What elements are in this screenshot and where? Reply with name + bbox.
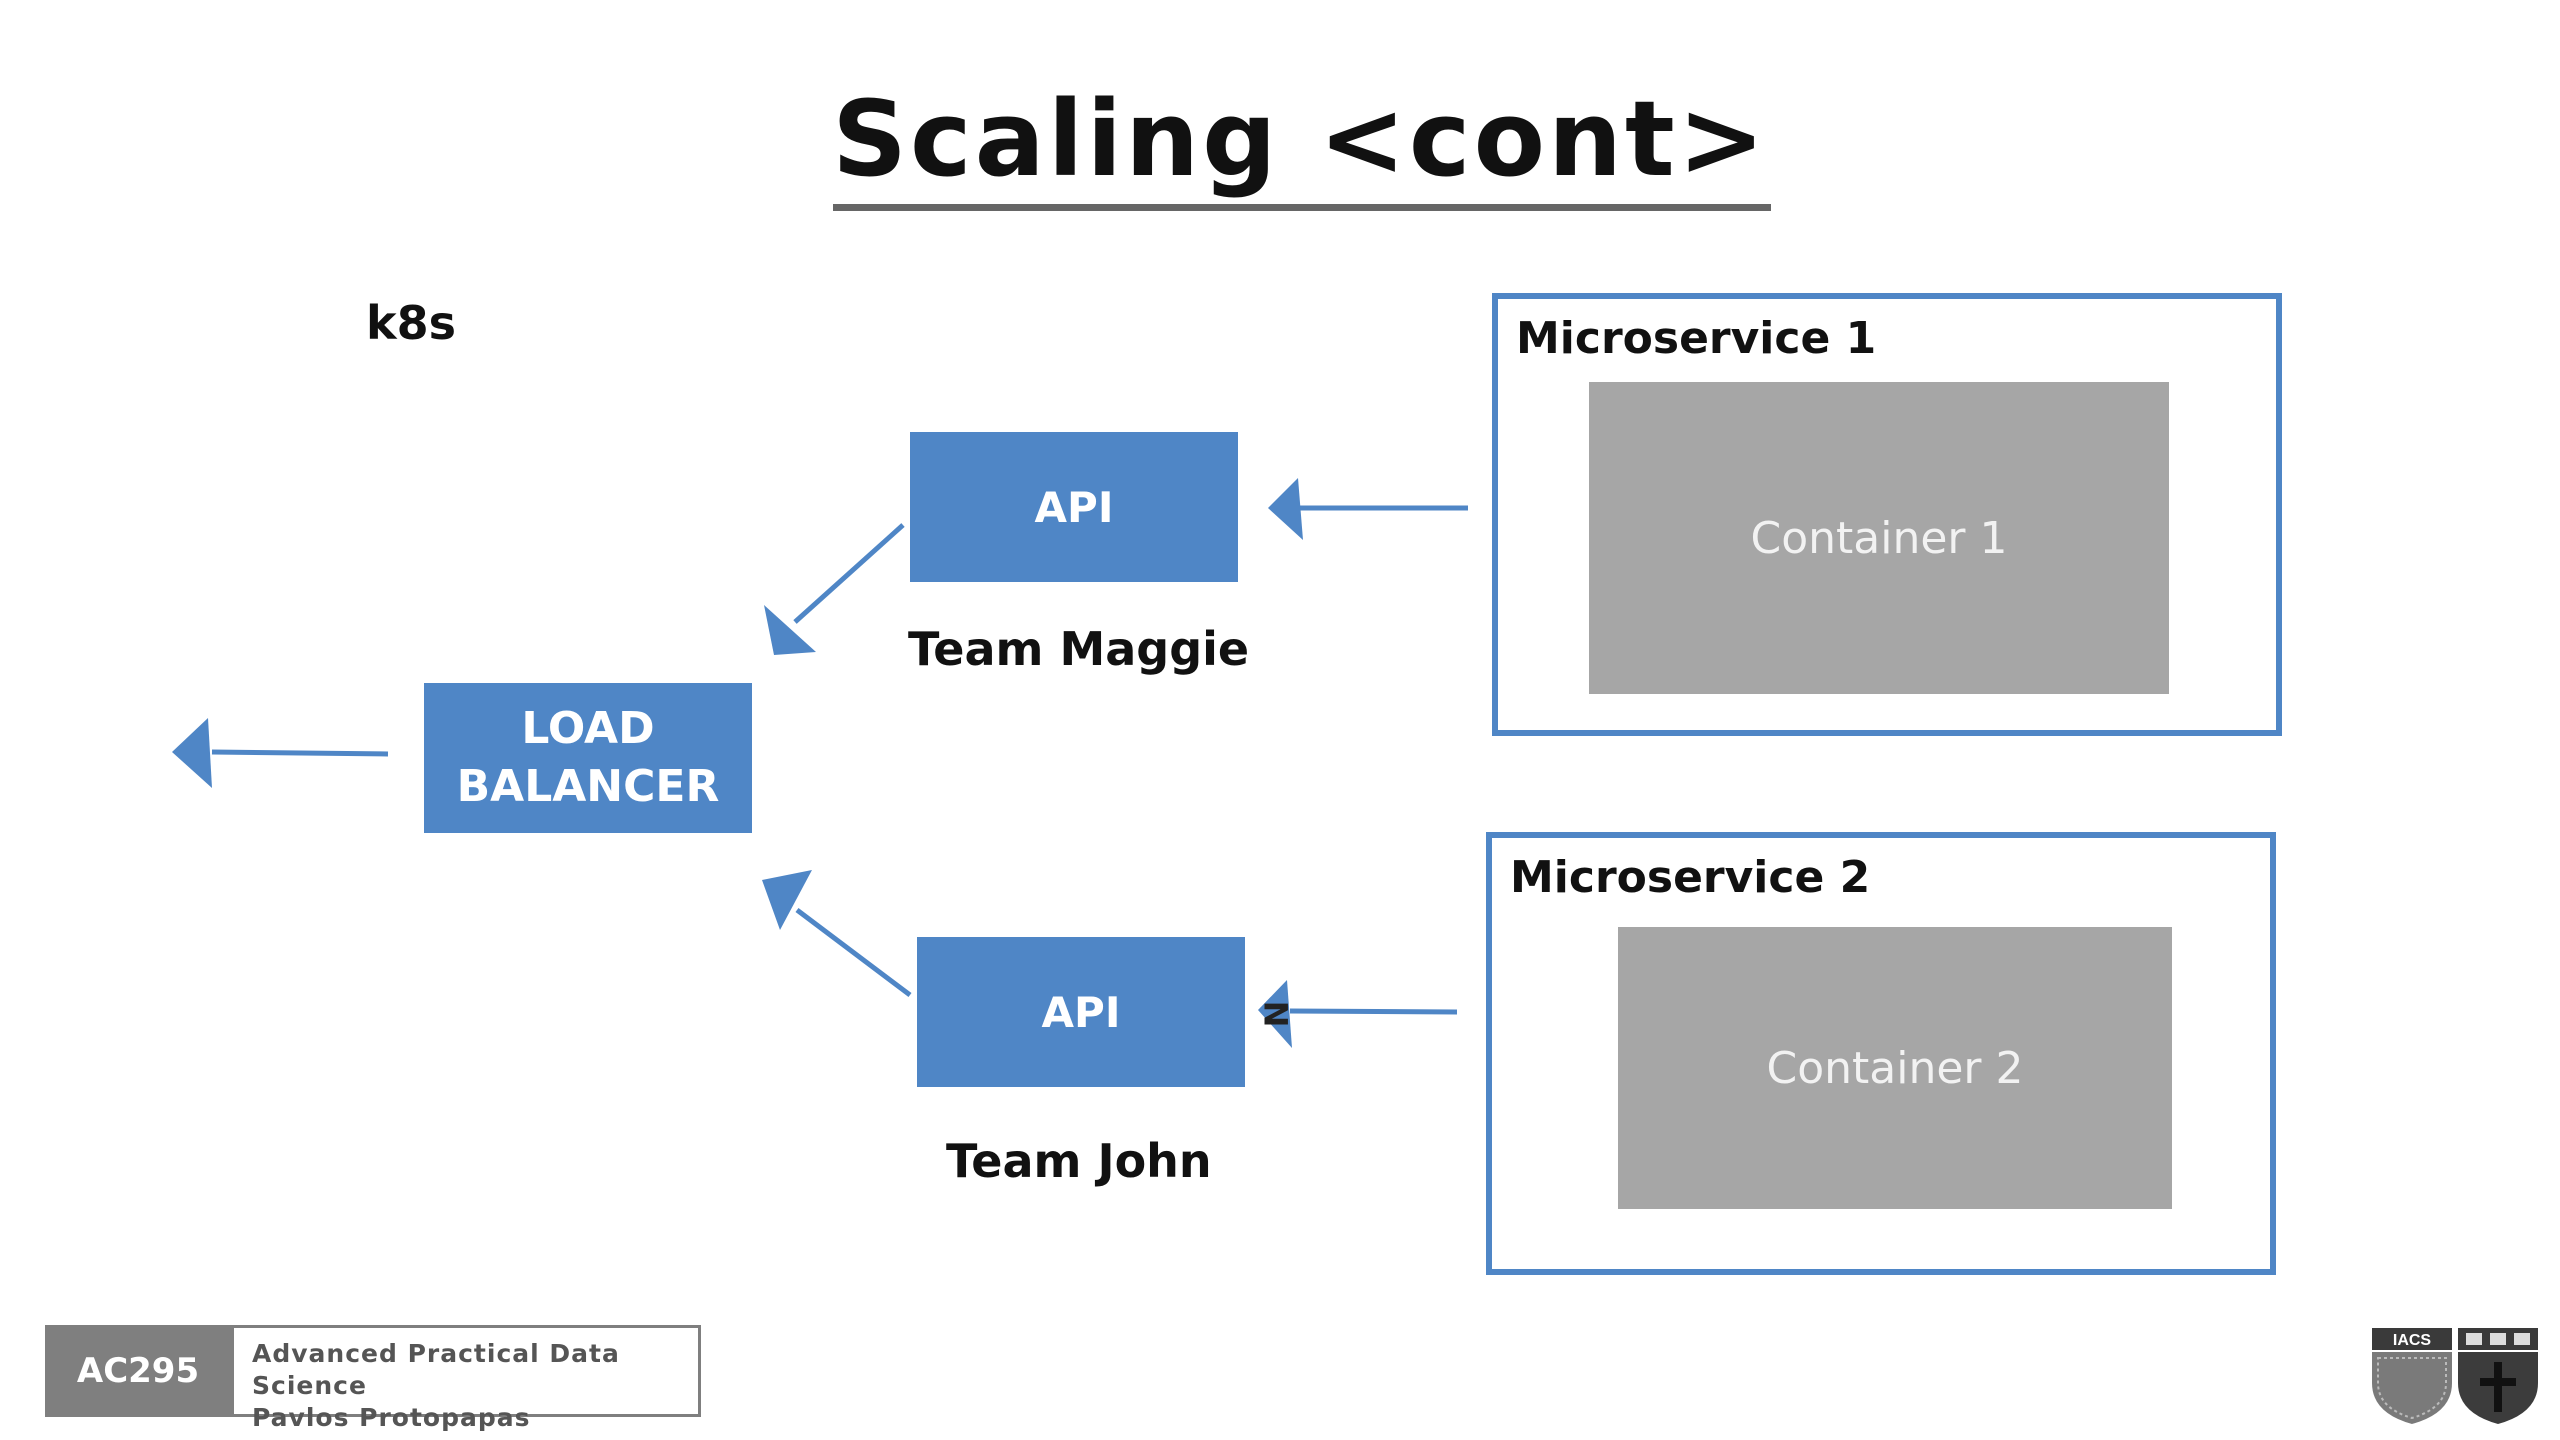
arrow-api2-to-lb [795,908,912,997]
arrow-lb-out [211,749,389,757]
arrowhead-ms1 [1268,478,1303,540]
k8s-label: k8s [366,296,456,350]
api-box-maggie: API [910,432,1238,582]
arrowhead-ms2 [1258,980,1292,1048]
load-balancer-box: LOAD BALANCER [424,683,752,833]
microservice-2-box: Microservice 2 [1486,832,2276,1275]
arrowhead-api2 [762,870,812,930]
arrowhead-lb-out [172,718,212,788]
container-1-box: Container 1 [1589,382,2169,694]
course-info-box: Advanced Practical Data Science Pavlos P… [231,1325,701,1432]
slide-title: Scaling <cont> [832,78,1768,200]
arrow-api1-to-lb [793,523,905,624]
load-balancer-line-1: LOAD [521,703,655,754]
team-john-label: Team John [946,1134,1212,1188]
stray-mark: N [1256,1000,1295,1028]
container-2-box: Container 2 [1618,927,2172,1209]
harvard-shield-logo [2458,1328,2538,1424]
microservice-1-title: Microservice 1 [1516,313,1877,364]
microservice-2-title: Microservice 2 [1510,852,1871,903]
course-code-badge: AC295 [45,1325,231,1417]
api-box-john: API [917,937,1245,1087]
load-balancer-line-2: BALANCER [456,761,720,812]
title-underline [833,204,1771,211]
arrow-ms2-to-api2 [1289,1008,1458,1015]
team-maggie-label: Team Maggie [908,622,1250,676]
microservice-1-box: Microservice 1 [1492,293,2282,736]
arrowhead-api1 [764,605,816,655]
course-name: Advanced Practical Data Science [252,1339,620,1400]
iacs-shield-logo: IACS [2372,1328,2452,1424]
instructor-name: Pavlos Protopapas [252,1403,531,1432]
iacs-logo-text: IACS [2393,1332,2432,1349]
